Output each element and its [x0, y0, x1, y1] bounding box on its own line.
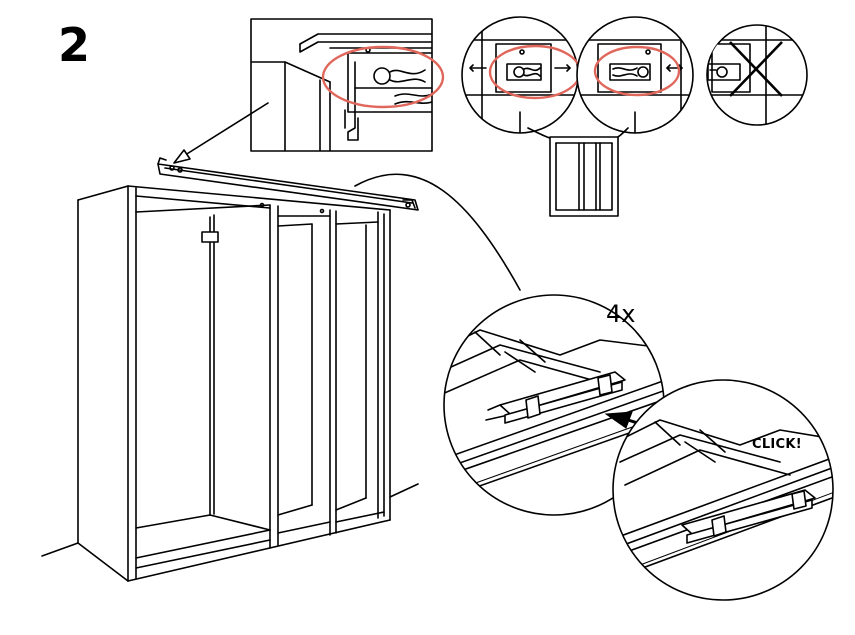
quantity-label: 4x [606, 300, 636, 328]
cross-mark-icon [729, 41, 783, 97]
sliding-rail [157, 157, 419, 211]
adjust-circle-middle [576, 16, 694, 134]
step-number: 2 [58, 18, 91, 72]
wrong-circle [706, 24, 808, 126]
pointer-arrow-icon [173, 102, 269, 164]
wardrobe-main [41, 185, 419, 582]
leader-curve [354, 173, 521, 291]
top-detail-box [250, 18, 445, 152]
zoom-circle-insert [443, 294, 665, 516]
zoom-circle-click [612, 379, 834, 601]
highlight-ring [321, 45, 445, 109]
adjust-circle-left [461, 16, 582, 134]
click-label: CLICK! [752, 437, 803, 452]
mini-wardrobe-front [549, 136, 619, 217]
